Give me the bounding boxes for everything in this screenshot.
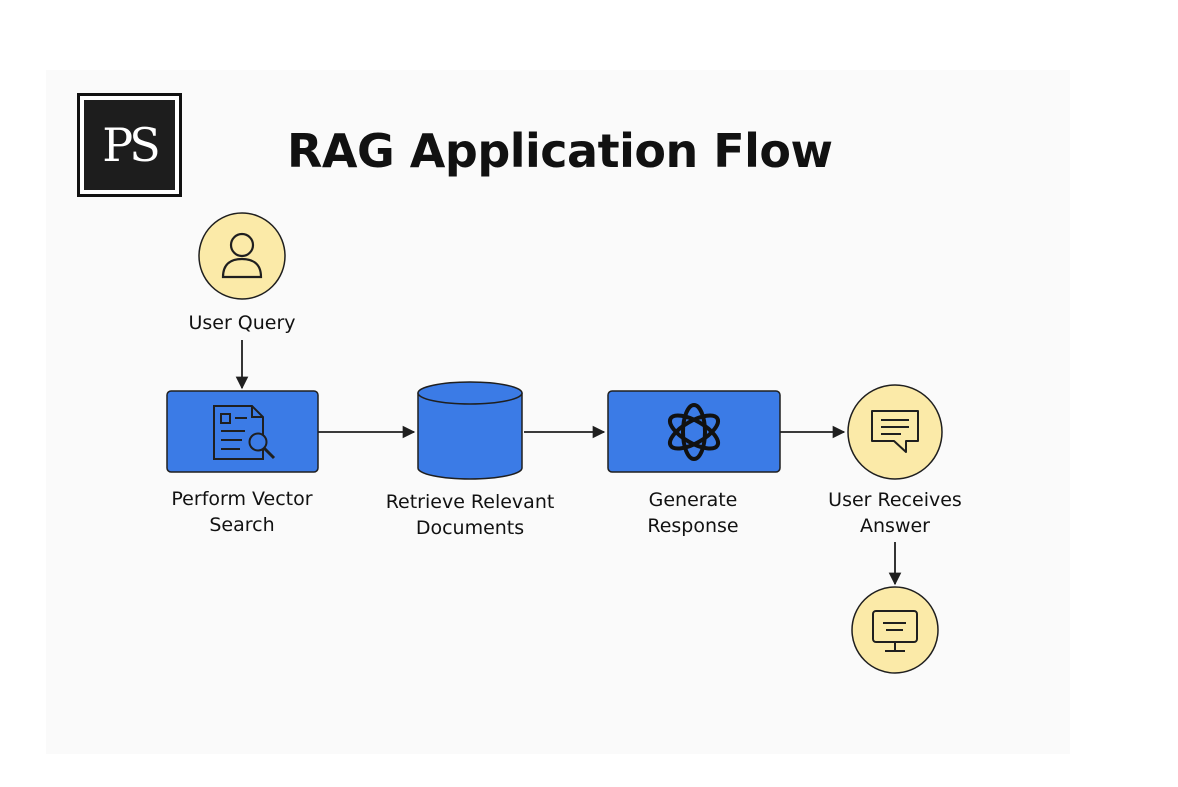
logo-text: PS bbox=[84, 100, 175, 190]
label-user-query: User Query bbox=[188, 312, 296, 334]
label-vector-search: Perform Vector Search bbox=[171, 488, 313, 536]
monitor-icon bbox=[872, 610, 918, 652]
node-vector-search bbox=[166, 390, 319, 473]
database-icon bbox=[417, 393, 523, 480]
chat-bubble-icon bbox=[871, 410, 919, 453]
label-retrieve-docs: Retrieve Relevant Documents bbox=[385, 491, 555, 539]
node-user-receives bbox=[847, 384, 943, 480]
node-display bbox=[851, 586, 939, 674]
user-icon bbox=[221, 232, 263, 279]
ps-logo: PS bbox=[77, 93, 182, 197]
label-generate-response: Generate Response bbox=[647, 489, 739, 537]
openai-logo-icon bbox=[667, 403, 721, 461]
document-search-icon bbox=[213, 405, 276, 460]
node-user-query bbox=[198, 212, 286, 300]
node-retrieve-docs bbox=[417, 381, 523, 480]
node-generate-response bbox=[607, 390, 781, 473]
label-user-receives: User Receives Answer bbox=[828, 489, 962, 537]
page-title: RAG Application Flow bbox=[287, 124, 833, 178]
